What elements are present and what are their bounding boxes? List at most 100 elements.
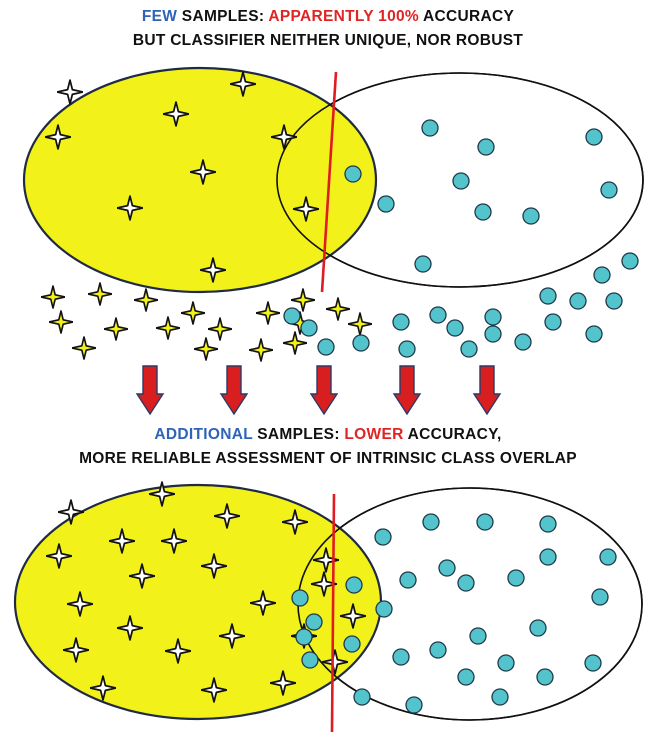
down-arrow-icon — [309, 365, 339, 416]
class-b-region-outline-top — [276, 72, 644, 288]
class-b-dot-icon — [544, 313, 562, 331]
class-a-star-icon — [72, 336, 96, 360]
class-b-dot-icon — [507, 569, 525, 587]
bottom-caption-line-1: ADDITIONAL SAMPLES: LOWER ACCURACY, — [0, 426, 656, 444]
decision-boundary-bottom — [330, 493, 336, 733]
class-a-star-icon — [49, 310, 73, 334]
down-arrow-icon — [472, 365, 502, 416]
class-b-dot-icon — [457, 574, 475, 592]
class-b-dot-icon — [374, 528, 392, 546]
decision-boundary-top — [320, 71, 338, 293]
class-b-dot-icon — [569, 292, 587, 310]
class-b-dot-icon — [591, 588, 609, 606]
down-arrow-icon — [135, 365, 165, 416]
class-a-star-icon — [348, 312, 372, 336]
class-b-dot-icon — [491, 688, 509, 706]
class-b-dot-icon — [605, 292, 623, 310]
transition-arrows — [135, 365, 502, 416]
samples-label: SAMPLES: — [177, 8, 269, 25]
class-b-dot-icon — [474, 203, 492, 221]
class-b-dot-icon — [344, 165, 362, 183]
class-b-dot-icon — [484, 308, 502, 326]
class-a-star-icon — [41, 285, 65, 309]
class-a-star-icon — [208, 317, 232, 341]
class-b-dot-icon — [422, 513, 440, 531]
down-arrow-icon — [219, 365, 249, 416]
class-b-dot-icon — [405, 696, 423, 714]
class-b-dot-icon — [529, 619, 547, 637]
class-b-dot-icon — [429, 641, 447, 659]
accuracy-label: ACCURACY — [419, 8, 515, 25]
class-b-dot-icon — [593, 266, 611, 284]
class-a-star-icon — [283, 331, 307, 355]
class-b-dot-icon — [295, 628, 313, 646]
class-a-star-icon — [181, 301, 205, 325]
class-b-dot-icon — [429, 306, 447, 324]
accuracy-label-2: ACCURACY, — [403, 426, 502, 443]
apparent-accuracy-label: APPARENTLY 100% — [268, 8, 420, 25]
class-b-dot-icon — [539, 548, 557, 566]
class-b-dot-icon — [398, 340, 416, 358]
class-a-star-icon — [88, 282, 112, 306]
additional-label: ADDITIONAL — [154, 426, 253, 443]
top-region-samples — [45, 71, 618, 283]
class-b-dot-icon — [300, 319, 318, 337]
class-a-star-icon — [291, 288, 315, 312]
class-b-dot-icon — [621, 252, 639, 270]
class-a-region-top — [22, 66, 378, 294]
class-b-dot-icon — [283, 307, 301, 325]
class-b-dot-icon — [584, 654, 602, 672]
few-label: FEW — [141, 8, 178, 25]
class-b-dot-icon — [599, 548, 617, 566]
class-b-dot-icon — [353, 688, 371, 706]
class-b-dot-icon — [514, 333, 532, 351]
class-b-dot-icon — [343, 635, 361, 653]
class-b-dot-icon — [345, 576, 363, 594]
down-arrow-icon — [392, 365, 422, 416]
class-b-dot-icon — [392, 313, 410, 331]
class-b-dot-icon — [536, 668, 554, 686]
class-a-star-icon — [134, 288, 158, 312]
class-b-dot-icon — [438, 559, 456, 577]
class-a-star-icon — [326, 297, 350, 321]
top-panel — [22, 66, 644, 362]
class-b-dot-icon — [452, 172, 470, 190]
class-b-dot-icon — [457, 668, 475, 686]
class-b-dot-icon — [497, 654, 515, 672]
bottom-panel — [13, 481, 643, 733]
class-b-dot-icon — [301, 651, 319, 669]
class-b-dot-icon — [446, 319, 464, 337]
class-a-star-icon — [156, 316, 180, 340]
class-b-dot-icon — [305, 613, 323, 631]
top-caption-line-2: BUT CLASSIFIER NEITHER UNIQUE, NOR ROBUS… — [132, 32, 524, 49]
samples-label-2: SAMPLES: — [252, 426, 345, 443]
class-b-dot-icon — [399, 571, 417, 589]
top-additional-samples — [41, 252, 639, 362]
class-b-dot-icon — [522, 207, 540, 225]
class-b-dot-icon — [291, 589, 309, 607]
class-b-dot-icon — [600, 181, 618, 199]
class-b-dot-icon — [460, 340, 478, 358]
class-a-star-icon — [104, 317, 128, 341]
class-a-star-icon — [249, 338, 273, 362]
class-b-dot-icon — [414, 255, 432, 273]
class-a-star-icon — [194, 337, 218, 361]
class-b-dot-icon — [469, 627, 487, 645]
class-b-dot-icon — [539, 515, 557, 533]
class-b-dot-icon — [539, 287, 557, 305]
class-b-dot-icon — [392, 648, 410, 666]
bottom-region-samples — [46, 481, 617, 714]
bottom-caption-line-2: MORE RELIABLE ASSESSMENT OF INTRINSIC CL… — [79, 450, 577, 467]
class-b-dot-icon — [585, 128, 603, 146]
class-a-star-icon — [256, 301, 280, 325]
class-b-dot-icon — [377, 195, 395, 213]
top-caption-line-1: FEW SAMPLES: APPARENTLY 100% ACCURACY — [0, 8, 656, 26]
class-b-dot-icon — [484, 325, 502, 343]
class-b-dot-icon — [421, 119, 439, 137]
class-b-dot-icon — [476, 513, 494, 531]
class-b-dot-icon — [477, 138, 495, 156]
class-b-dot-icon — [375, 600, 393, 618]
class-b-dot-icon — [317, 338, 335, 356]
class-b-dot-icon — [352, 334, 370, 352]
